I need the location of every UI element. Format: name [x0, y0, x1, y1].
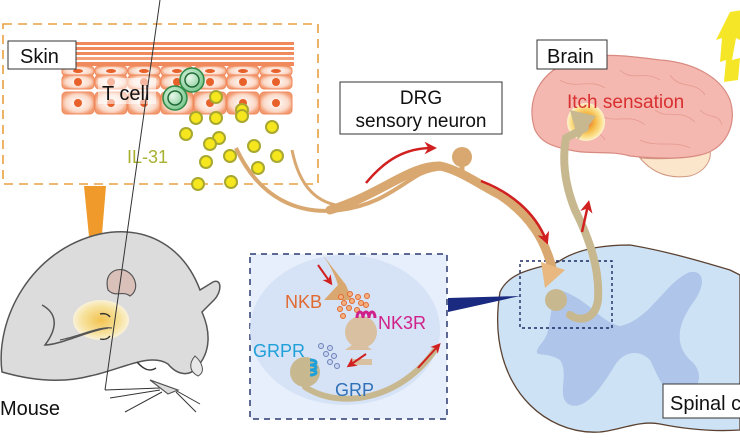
brain-label: Brain [547, 46, 594, 68]
arrow-to-drg [365, 141, 437, 184]
skin-panel: T cell Skin IL-31 [2, 23, 319, 191]
mouse-hind-leg [41, 304, 109, 346]
cell-nucleus [73, 69, 83, 73]
il-31-molecule [199, 155, 213, 169]
spinal-cord-label: Spinal cord [670, 393, 740, 415]
cell-nucleus [74, 78, 82, 86]
skin-surface-layers [62, 42, 294, 66]
drg-label-line2: sensory neuron [356, 111, 487, 132]
skin-dashed-frame [2, 23, 319, 185]
mouse-illustration: Mouse [0, 0, 221, 420]
mouse-whiskers [104, 0, 201, 413]
nkb-molecule [341, 300, 347, 306]
il-31-label: IL-31 [127, 147, 168, 167]
il-31-cytokines [179, 90, 284, 191]
drg-cell-body [452, 147, 472, 167]
mouse-ear-back [190, 355, 203, 377]
il-31-molecule [265, 120, 279, 134]
cell-nucleus [272, 99, 280, 107]
cell-nucleus [238, 69, 248, 73]
zoom-region-box [519, 260, 613, 329]
t-cell [162, 67, 205, 111]
cell-nucleus [271, 69, 281, 73]
cell-nucleus [74, 99, 82, 107]
cell-nucleus [173, 78, 181, 86]
synapse-inset: NKB NK3R GRPR GRP [249, 253, 520, 420]
nkb-molecule [364, 293, 370, 299]
il-31-molecule [224, 175, 238, 189]
mouse-label: Mouse [0, 398, 60, 420]
il-31-molecule [209, 111, 223, 125]
nkb-molecule [340, 313, 346, 319]
inset-pointer [448, 296, 520, 312]
nkb-molecule [347, 291, 353, 297]
grey-matter [536, 271, 702, 406]
cell-nucleus [206, 78, 214, 86]
itch-spot [73, 300, 129, 340]
nkb-molecule [338, 294, 344, 300]
il-31-molecule [189, 111, 203, 125]
mouse-snout [149, 379, 180, 395]
nkb-molecule [363, 302, 369, 308]
il-31-molecule [209, 90, 223, 104]
drg-terminal [541, 262, 565, 288]
cell-nucleus [139, 69, 149, 73]
il-31-molecule [191, 177, 205, 191]
cell-nucleus [272, 78, 280, 86]
nkb-molecule [346, 305, 352, 311]
inset-drg-terminal [322, 254, 352, 300]
scratch-marks [99, 312, 111, 341]
nkb-molecule [349, 298, 355, 304]
il-31-molecule [235, 109, 249, 123]
arrow-to-spinal [480, 179, 550, 245]
skin-label: Skin [20, 46, 59, 68]
nkb-molecule [355, 294, 361, 300]
cell-nucleus [106, 69, 116, 73]
grpr-receptor-icon [309, 358, 318, 377]
grp-molecule [334, 363, 340, 369]
arrow-to-brain [580, 200, 593, 233]
cell-nucleus [205, 69, 215, 73]
itch-sensation-label: Itch sensation [567, 92, 684, 113]
spinal-neuron-body [545, 289, 567, 311]
il-31-molecule [251, 161, 265, 175]
il-31-molecule [247, 139, 261, 153]
spinal-cord: Spinal cord [497, 244, 740, 433]
grpr-label: GRPR [253, 341, 305, 361]
nkb-molecule [337, 306, 343, 312]
grp-molecule [327, 345, 333, 351]
nkb-molecule [358, 300, 364, 306]
drg-sensory-neuron: DRG sensory neuron [234, 81, 565, 288]
il-31-molecule [270, 149, 284, 163]
drg-label-line1: DRG [400, 88, 442, 109]
cell-nucleus [239, 78, 247, 86]
nkb-label: NKB [285, 292, 322, 312]
spinal-projection-neuron [545, 110, 603, 323]
il-31-molecule [179, 127, 193, 141]
grp-vesicles [318, 343, 340, 369]
nk3r-receptor-icon [355, 310, 377, 319]
grp-molecule [327, 359, 333, 365]
cell-nucleus [172, 69, 182, 73]
il-31-molecule [223, 149, 237, 163]
nk3r-interneuron [345, 316, 377, 348]
lightning-bolt-icon [716, 10, 740, 82]
grp-molecule [318, 343, 324, 349]
t-cell-label: T cell [102, 83, 149, 105]
grp-molecule [323, 351, 329, 357]
grp-molecule [331, 353, 337, 359]
signal-arrows [365, 141, 593, 245]
mouse-closed-eye [136, 361, 157, 371]
il-31-molecule [203, 137, 217, 151]
nk3r-label: NK3R [378, 313, 426, 333]
grp-label: GRP [335, 380, 374, 400]
